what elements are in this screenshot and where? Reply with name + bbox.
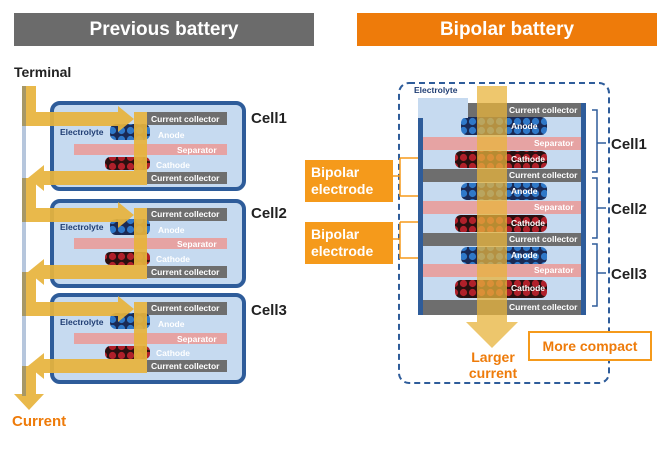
svg-text:Separator: Separator	[177, 145, 217, 155]
svg-text:Current collector: Current collector	[151, 303, 220, 313]
bipolar-electrode-callout-2: Bipolar electrode	[305, 222, 393, 264]
bipolar-electrode-brackets	[392, 157, 418, 259]
svg-text:Current collector: Current collector	[509, 302, 578, 312]
svg-text:Cathode: Cathode	[511, 154, 545, 164]
svg-text:Electrolyte: Electrolyte	[60, 317, 104, 327]
bip-cell3-label: Cell3	[611, 266, 647, 283]
svg-text:Anode: Anode	[511, 186, 538, 196]
larger-current-line1: Larger	[471, 349, 515, 365]
previous-cell-2	[50, 199, 246, 288]
svg-text:Anode: Anode	[158, 130, 185, 140]
svg-text:Cathode: Cathode	[156, 254, 190, 264]
svg-text:Electrolyte: Electrolyte	[60, 127, 104, 137]
prev-cell1-label: Cell1	[251, 110, 287, 127]
prev-cell2-label: Cell2	[251, 205, 287, 222]
svg-text:Separator: Separator	[534, 265, 574, 275]
svg-text:Separator: Separator	[177, 334, 217, 344]
svg-text:Anode: Anode	[158, 225, 185, 235]
larger-current-arrow	[466, 86, 518, 348]
svg-text:Cathode: Cathode	[511, 283, 545, 293]
svg-text:Cathode: Cathode	[156, 348, 190, 358]
svg-text:Separator: Separator	[534, 202, 574, 212]
previous-electrolyte-labels: Electrolyte Electrolyte Electrolyte	[60, 127, 104, 327]
current-label: Current	[12, 413, 67, 430]
svg-text:Current collector: Current collector	[151, 209, 220, 219]
previous-battery-header: Previous battery	[14, 13, 314, 46]
previous-current-path	[14, 86, 147, 410]
bipolar-cell-brackets	[592, 109, 606, 307]
bipolar-electrolyte-label: Electrolyte	[414, 85, 458, 95]
svg-text:Current collector: Current collector	[151, 114, 220, 124]
svg-text:Current collector: Current collector	[509, 170, 578, 180]
more-compact-badge: More compact	[528, 331, 652, 361]
svg-text:Anode: Anode	[511, 121, 538, 131]
prev-cell3-label: Cell3	[251, 302, 287, 319]
bipolar-electrode-callout-1: Bipolar electrode	[305, 160, 393, 202]
svg-text:Separator: Separator	[534, 138, 574, 148]
bip-cell1-label: Cell1	[611, 136, 647, 153]
svg-text:Separator: Separator	[177, 239, 217, 249]
svg-text:Anode: Anode	[511, 250, 538, 260]
bipolar-battery-header: Bipolar battery	[357, 13, 657, 46]
previous-cell-labels: Current collector Anode Separator Cathod…	[151, 114, 220, 371]
svg-text:Cathode: Cathode	[511, 218, 545, 228]
svg-text:Current collector: Current collector	[509, 234, 578, 244]
svg-text:Anode: Anode	[158, 319, 185, 329]
bip-cell2-label: Cell2	[611, 201, 647, 218]
svg-text:Electrolyte: Electrolyte	[60, 222, 104, 232]
svg-text:Current collector: Current collector	[151, 173, 220, 183]
terminal-label: Terminal	[14, 64, 72, 80]
svg-text:Current collector: Current collector	[151, 267, 220, 277]
svg-text:Current collector: Current collector	[509, 105, 578, 115]
svg-text:Current collector: Current collector	[151, 361, 220, 371]
svg-text:Cathode: Cathode	[156, 160, 190, 170]
larger-current-line2: current	[468, 365, 518, 381]
bipolar-layer-labels: Current collector Anode Separator Cathod…	[509, 105, 578, 312]
larger-current-label: Larger current	[463, 349, 523, 381]
